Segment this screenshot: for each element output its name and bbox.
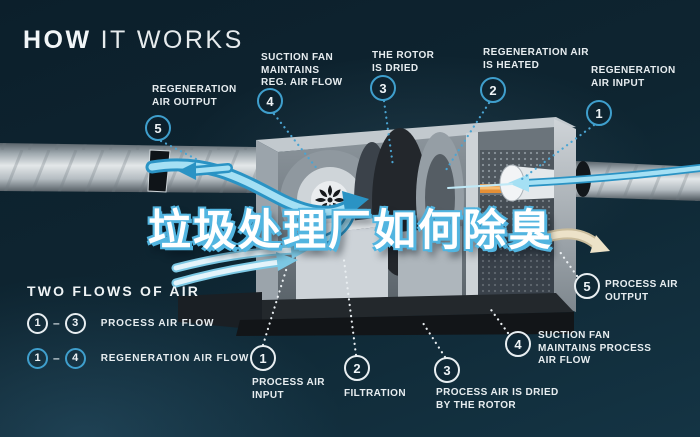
dehumidifier-unit xyxy=(178,117,576,336)
legend-row-process: 1 – 3 PROCESS AIR FLOW xyxy=(27,312,249,334)
callout-circle-process-2: 2 xyxy=(344,355,370,381)
legend-range-dash: – xyxy=(53,316,60,330)
callout-label-regen-air-input: REGENERATION AIR INPUT xyxy=(591,65,676,89)
divider-wall xyxy=(466,132,478,298)
callout-circle-regen-2: 2 xyxy=(480,77,506,103)
legend-header: TWO FLOWS OF AIR xyxy=(27,283,201,299)
legend-label-regeneration: REGENERATION AIR FLOW xyxy=(100,352,250,364)
left-duct xyxy=(0,143,258,193)
process-output-arrow xyxy=(542,228,610,253)
callout-label-regen-air-heated: REGENERATION AIR IS HEATED xyxy=(483,47,589,71)
legend-circle-process-to: 3 xyxy=(64,312,86,334)
unit-floor xyxy=(244,293,574,320)
callout-label-process-air-dried: PROCESS AIR IS DRIED BY THE ROTOR xyxy=(436,387,559,411)
callout-circle-regen-4: 4 xyxy=(257,88,283,114)
callout-label-filtration: FILTRATION xyxy=(344,388,406,399)
page-title: HOW IT WORKS xyxy=(23,26,244,55)
legend-circle-regen-from: 1 xyxy=(27,347,48,369)
unit-base xyxy=(236,312,574,336)
legend-label-process: PROCESS AIR FLOW xyxy=(100,317,215,329)
process-input-arrows xyxy=(171,240,312,288)
callout-circle-regen-5: 5 xyxy=(145,115,171,141)
regeneration-input-arrow xyxy=(447,164,700,192)
legend-circle-regen-to: 4 xyxy=(64,347,86,369)
title-primary: HOW xyxy=(23,26,92,54)
title-secondary: IT WORKS xyxy=(100,26,244,54)
callout-label-suction-fan-process: SUCTION FAN MAINTAINS PROCESS AIR FLOW xyxy=(538,330,652,366)
process-leaders xyxy=(261,250,579,359)
airflow-arrows xyxy=(145,158,700,288)
callout-circle-process-4: 4 xyxy=(505,331,531,357)
headline-overlay: 垃圾处理厂如何除臭 xyxy=(148,206,553,256)
regeneration-output-arrow xyxy=(178,162,233,180)
callout-circle-process-3: 3 xyxy=(434,357,460,383)
legend: TWO FLOWS OF AIR 1 – 3 PROCESS AIR FLOW … xyxy=(27,283,249,369)
callout-label-process-air-input: PROCESS AIR INPUT xyxy=(252,377,325,401)
callout-label-process-air-output: PROCESS AIR OUTPUT xyxy=(605,279,678,303)
legend-row-regeneration: 1 – 4 REGENERATION AIR FLOW xyxy=(27,347,249,369)
callout-circle-regen-1: 1 xyxy=(586,100,612,126)
callout-circle-process-1: 1 xyxy=(250,345,276,371)
heater-chamber xyxy=(478,127,556,300)
legend-range-dash: – xyxy=(53,351,60,365)
callout-label-regen-air-output: REGENERATION AIR OUTPUT xyxy=(152,84,237,108)
right-wall xyxy=(554,119,576,312)
legend-circle-process-from: 1 xyxy=(27,312,48,334)
callout-label-suction-fan-regen: SUCTION FAN MAINTAINS REG. AIR FLOW xyxy=(261,52,343,88)
callout-circle-regen-3: 3 xyxy=(370,75,396,101)
callout-circle-process-5: 5 xyxy=(574,273,600,299)
callout-label-rotor-dried: THE ROTOR IS DRIED xyxy=(372,50,435,74)
regeneration-leaders xyxy=(159,99,596,181)
filter-section xyxy=(286,218,462,308)
